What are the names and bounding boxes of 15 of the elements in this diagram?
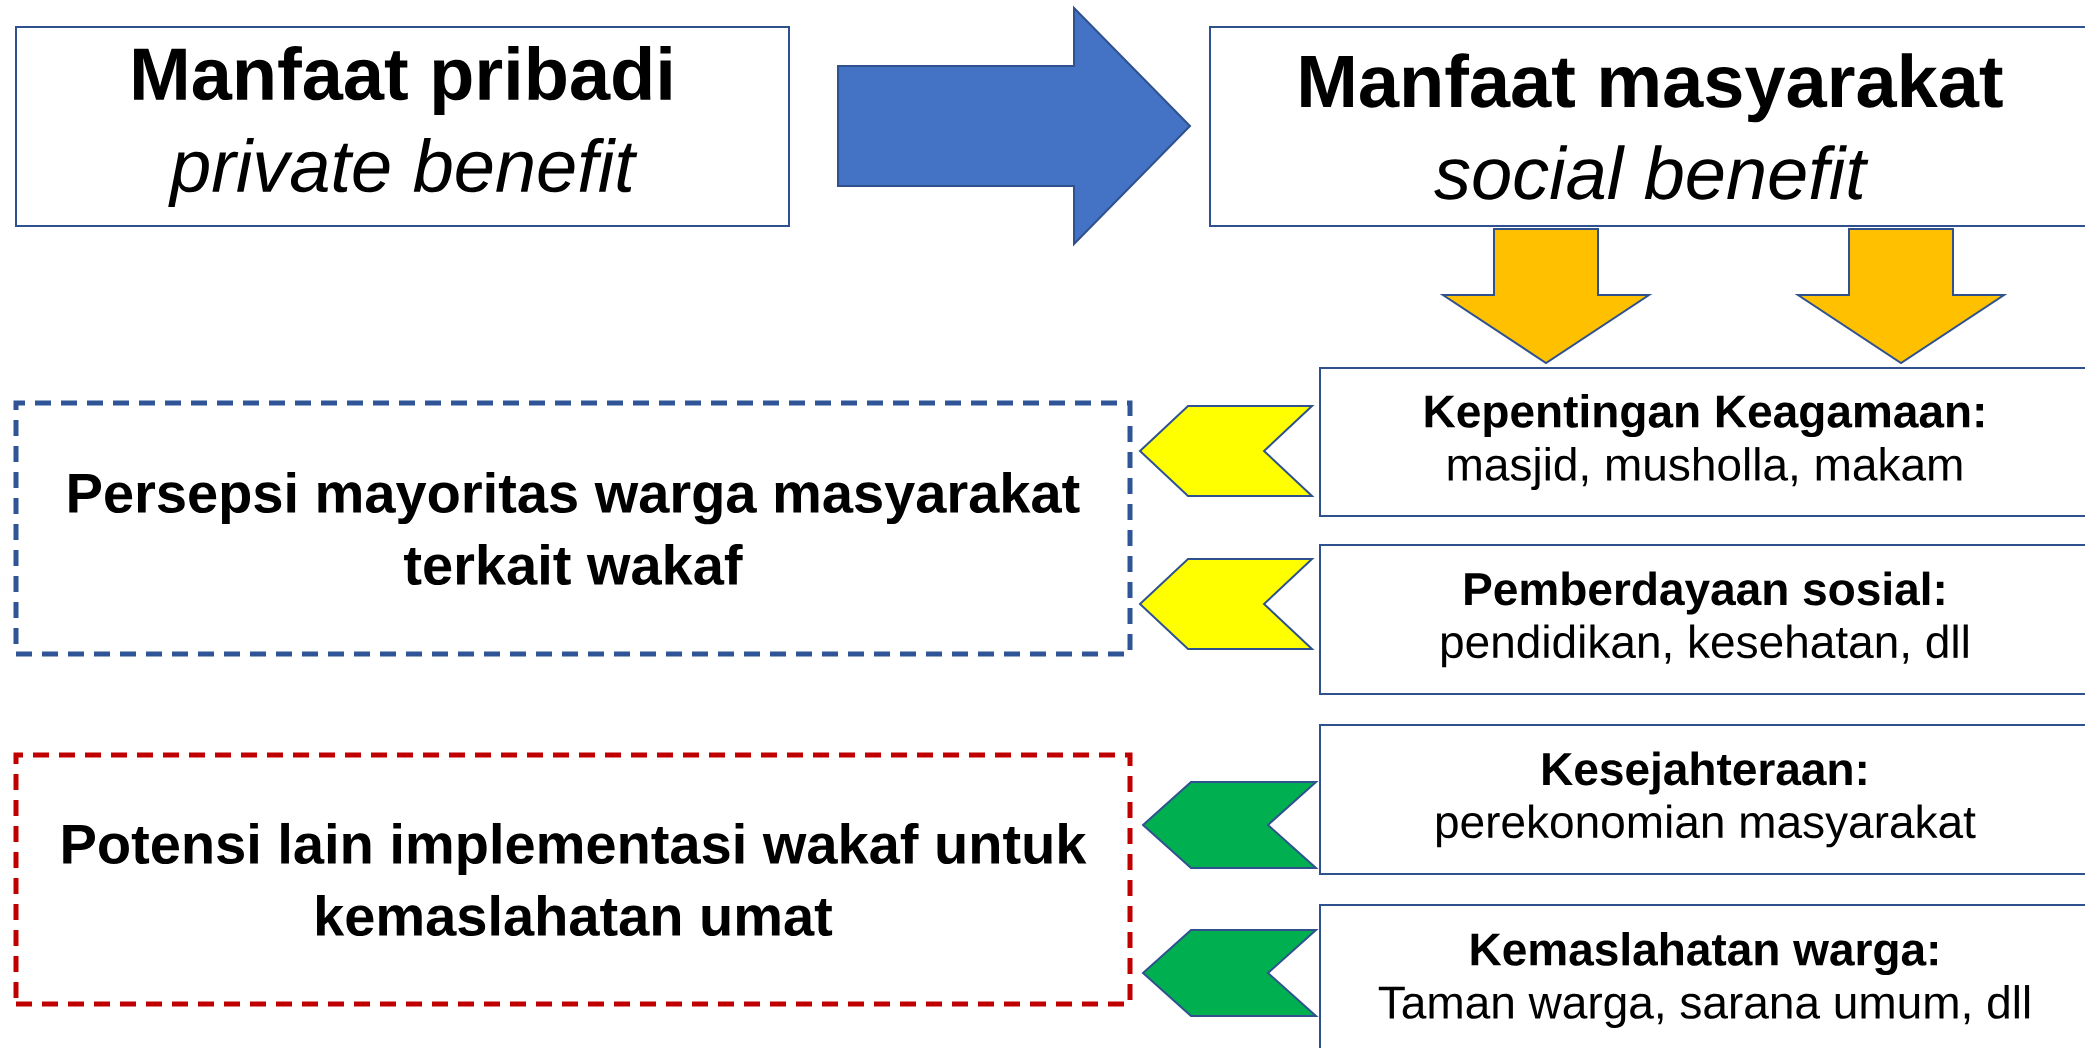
chevron-arrow xyxy=(1141,781,1319,869)
block-arrow xyxy=(837,5,1192,247)
chevron-arrow xyxy=(1138,558,1315,650)
down-arrow xyxy=(1439,228,1653,365)
text-box: Kemaslahatan warga: Taman warga, sarana umum, dll xyxy=(1319,904,2085,1048)
chevron-arrow xyxy=(1141,929,1319,1017)
chevron-arrow xyxy=(1138,405,1315,497)
text-box: Manfaat masyarakat social benefit xyxy=(1209,26,2085,227)
dashed-box: Persepsi mayoritas warga masyarakat terkait wakaf xyxy=(13,400,1133,657)
text-box: Manfaat pribadi private benefit xyxy=(15,26,790,227)
text-box: Kepentingan Keagamaan: masjid, musholla, makam xyxy=(1319,367,2085,517)
dashed-box: Potensi lain implementasi wakaf untuk kemaslahatan umat xyxy=(13,752,1133,1007)
text-box: Pemberdayaan sosial: pendidikan, kesehatan, dll xyxy=(1319,544,2085,695)
down-arrow xyxy=(1794,228,2008,365)
text-box: Kesejahteraan: perekonomian masyarakat xyxy=(1319,724,2085,875)
